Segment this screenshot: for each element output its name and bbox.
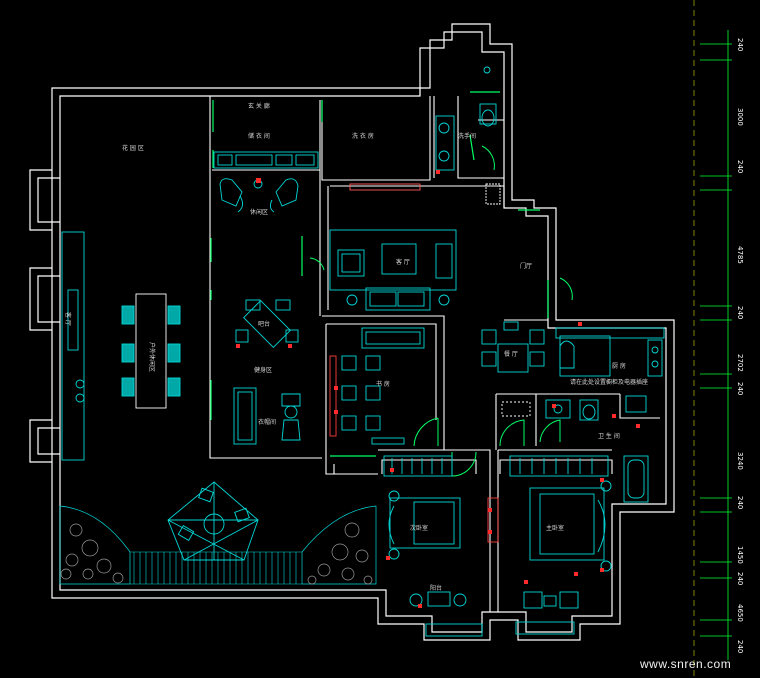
label-dining: 餐 厅 xyxy=(504,350,518,358)
label-gym: 健身区 xyxy=(254,366,272,374)
dimension-labels: 240 3000 240 4785 240 2702 240 3240 240 … xyxy=(736,38,744,653)
deck xyxy=(130,551,302,585)
label-living: 客 厅 xyxy=(396,258,410,266)
label-storage-room: 储 衣 间 xyxy=(248,132,270,140)
label-leisure: 休闲区 xyxy=(250,208,268,216)
gazebo xyxy=(167,481,259,561)
label-entrance: 门厅 xyxy=(520,262,532,270)
master-bedroom xyxy=(509,455,612,609)
label-second-bedroom: 次卧室 xyxy=(410,524,428,532)
windows xyxy=(210,91,549,457)
label-side: 衣帽间 xyxy=(258,418,276,426)
dim-label: 240 xyxy=(736,382,744,395)
dim-label: 1450 xyxy=(736,546,744,564)
label-yard: 户外休闲区 xyxy=(148,342,156,372)
dim-label: 3000 xyxy=(736,108,744,126)
watermark: www.snren.com xyxy=(639,657,731,671)
planting-left xyxy=(59,505,131,585)
balconies xyxy=(425,621,575,637)
sockets xyxy=(236,170,640,608)
dim-label: 4650 xyxy=(736,604,744,622)
label-bar: 吧台 xyxy=(258,320,270,328)
label-study: 书 房 xyxy=(376,380,390,388)
label-garden: 花 园 区 xyxy=(122,144,144,152)
label-lounge: 客 厅 xyxy=(64,312,72,326)
label-laundry: 洗 衣 房 xyxy=(352,132,374,140)
dim-label: 240 xyxy=(736,572,744,585)
label-vestibule: 玄 关 廊 xyxy=(248,102,270,110)
top-bath-fixtures xyxy=(435,66,501,205)
dim-label: 240 xyxy=(736,306,744,319)
dim-label: 2702 xyxy=(736,354,744,372)
label-wash-area: 洗手间 xyxy=(458,132,476,140)
bathroom-fixtures xyxy=(501,399,649,503)
label-notice: 请在此处设置橱柜及电器插座 xyxy=(570,378,648,386)
label-balcony: 阳台 xyxy=(430,584,442,592)
planting-right xyxy=(301,505,377,585)
dim-label: 3240 xyxy=(736,452,744,470)
dim-label: 240 xyxy=(736,160,744,173)
dim-label: 4785 xyxy=(736,246,744,264)
dim-label: 240 xyxy=(736,38,744,51)
interior-walls xyxy=(209,88,660,612)
outer-walls xyxy=(29,23,675,641)
garden-furniture xyxy=(61,231,181,461)
leisure-furniture xyxy=(213,151,319,445)
label-bathroom: 卫 生 间 xyxy=(598,432,620,440)
label-master-bedroom: 主卧室 xyxy=(546,524,564,532)
dim-label: 240 xyxy=(736,640,744,653)
doors xyxy=(309,145,573,477)
label-kitchen: 厨 房 xyxy=(612,362,626,370)
dimension-strip xyxy=(693,0,732,678)
dining-kitchen-fixtures xyxy=(481,321,665,413)
room-labels: 花 园 区 玄 关 廊 储 衣 间 洗 衣 房 休闲区 吧台 健身区 衣帽间 客… xyxy=(64,102,648,592)
dim-label: 240 xyxy=(736,496,744,509)
living-room-furniture xyxy=(329,183,457,445)
